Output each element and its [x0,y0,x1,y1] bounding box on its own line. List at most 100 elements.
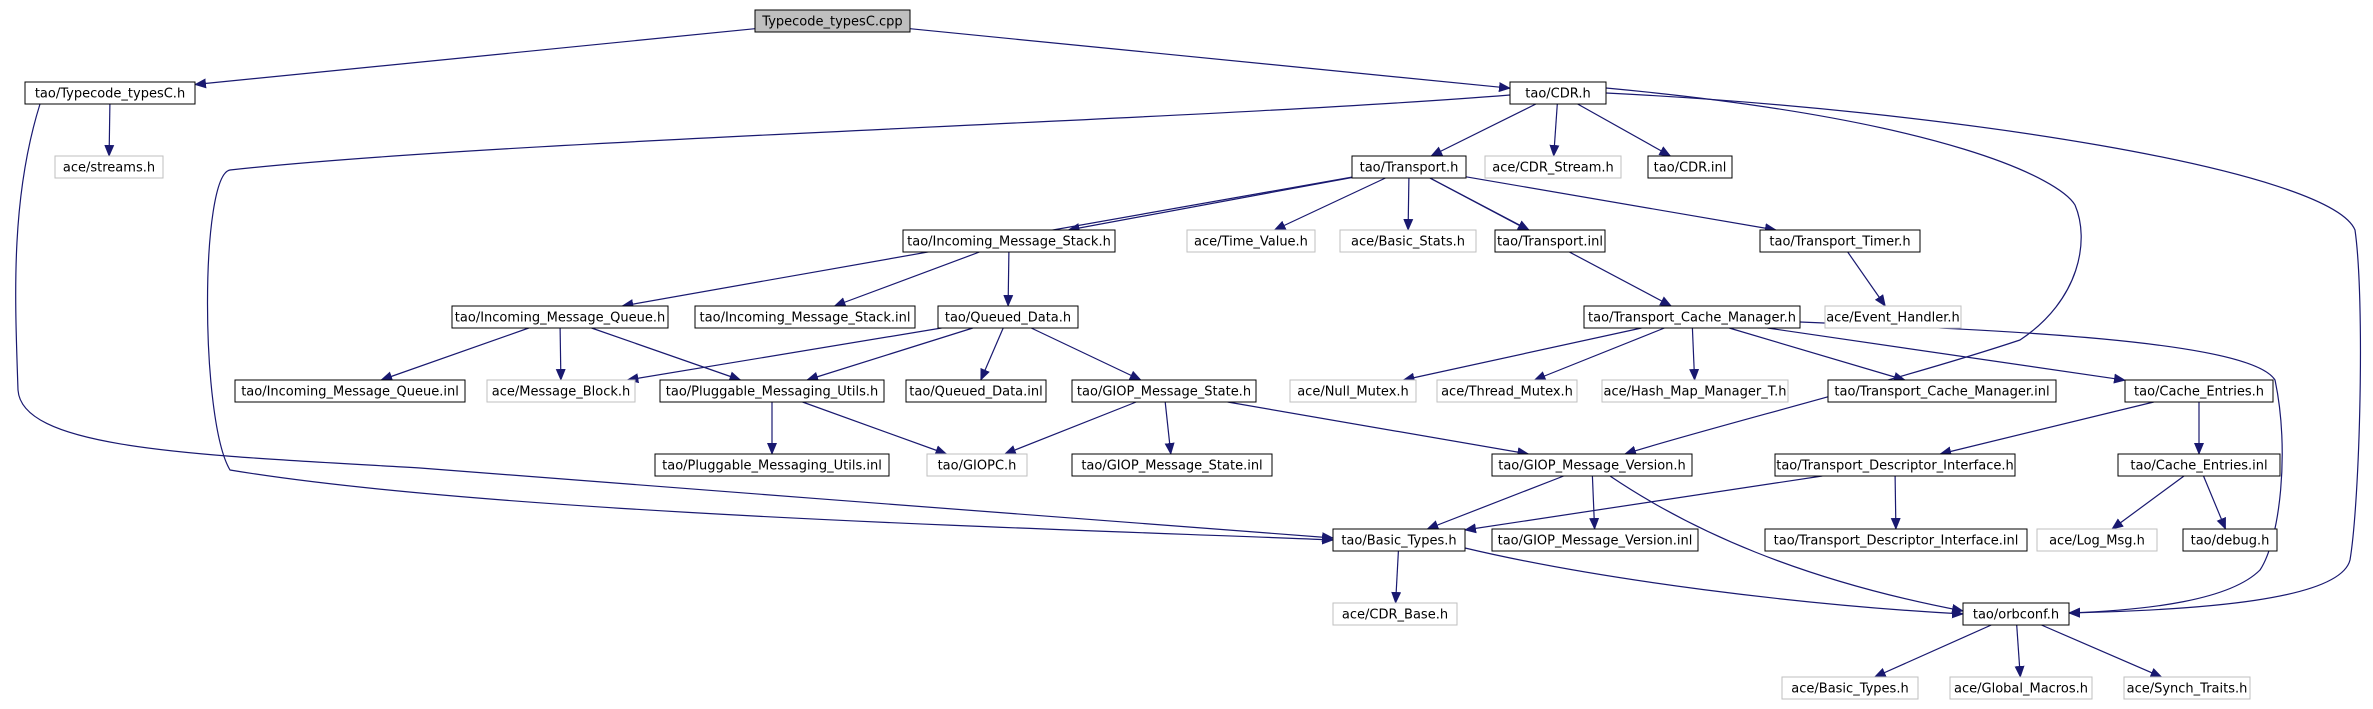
node-null-mutex: ace/Null_Mutex.h [1289,379,1417,403]
node-label: tao/Basic_Types.h [1341,534,1456,549]
node-box [1071,379,1257,403]
node-label: ace/CDR_Base.h [1342,608,1448,623]
node-label: tao/Queued_Data.inl [909,385,1043,400]
node-transport-timer[interactable]: tao/Transport_Timer.h [1759,229,1921,253]
node-transport-h[interactable]: tao/Transport.h [1351,155,1467,179]
node-tcm-inl[interactable]: tao/Transport_Cache_Manager.inl [1827,379,2057,403]
node-box [1186,229,1316,253]
node-box [1339,229,1477,253]
node-cache-entries-h[interactable]: tao/Cache_Entries.h [2124,379,2274,403]
node-transport-inl[interactable]: tao/Transport.inl [1494,229,1606,253]
node-root[interactable]: Typecode_typesC.cpp [754,9,911,33]
edge-layer [15,28,2362,678]
edge-tcm_h-to-thread_mutex [1533,327,1665,381]
node-basic-types-tao[interactable]: tao/Basic_Types.h [1332,528,1466,552]
edge-orbconf-to-global_macros [2014,624,2025,678]
node-layer: Typecode_typesC.cpp tao/Typecode_typesC.h… [24,9,2281,700]
node-cdr-inl[interactable]: tao/CDR.inl [1647,155,1733,179]
node-label: ace/Thread_Mutex.h [1441,385,1573,400]
node-label: tao/debug.h [2191,534,2270,549]
edge-transport_h-to-time_value [1273,177,1386,231]
node-hash-map: ace/Hash_Map_Manager_T.h [1601,379,1789,403]
edge-tc_h-to-streams [104,103,115,157]
node-pmu-inl[interactable]: tao/Pluggable_Messaging_Utils.inl [654,453,890,477]
node-box [1774,453,2016,477]
node-label: tao/Cache_Entries.h [2134,385,2264,400]
node-box [694,305,916,329]
node-thread-mutex: ace/Thread_Mutex.h [1436,379,1578,403]
edge-cache_entries_inl-to-log_msg [2111,475,2185,530]
node-box [1583,305,1801,329]
node-tdi-inl[interactable]: tao/Transport_Descriptor_Interface.inl [1764,528,2028,552]
node-box [1332,602,1458,626]
node-label: tao/GIOP_Message_Version.h [1498,459,1686,474]
node-box [486,379,636,403]
edge-tcm_h-to-tcm_inl [1729,327,1906,382]
node-orbconf[interactable]: tao/orbconf.h [1962,602,2070,626]
edge-imq_h-to-imq_inl [380,327,529,382]
node-cdr-stream: ace/CDR_Stream.h [1484,155,1622,179]
node-debug-h[interactable]: tao/debug.h [2182,528,2278,552]
node-box [1764,528,2028,552]
node-gmv-h[interactable]: tao/GIOP_Message_Version.h [1491,453,1693,477]
edge-imq_h-to-pmu_h [591,327,742,382]
node-label: ace/streams.h [63,161,155,176]
node-label: ace/Synch_Traits.h [2127,682,2248,697]
node-tdi-h[interactable]: tao/Transport_Descriptor_Interface.h [1774,453,2016,477]
edge-cdr_h-to-cdr_inl [1577,103,1672,157]
node-label: tao/CDR.h [1525,87,1590,102]
node-label: Typecode_typesC.cpp [761,15,902,30]
edge-transport_h-to-ims_h [1067,176,1353,233]
node-label: tao/Incoming_Message_Stack.h [907,235,1111,250]
node-log-msg: ace/Log_Msg.h [2036,528,2158,552]
node-label: tao/Incoming_Message_Queue.inl [241,385,459,400]
node-box [1071,453,1273,477]
node-box [2036,528,2158,552]
node-box [2124,379,2274,403]
edge-tcm_h-to-orbconf [1799,321,2283,618]
node-box [659,379,885,403]
node-box [2117,453,2281,477]
node-imq-h[interactable]: tao/Incoming_Message_Queue.h [451,305,669,329]
node-tcm-h[interactable]: tao/Transport_Cache_Manager.h [1583,305,1801,329]
node-ims-inl[interactable]: tao/Incoming_Message_Stack.inl [694,305,916,329]
node-cache-entries-inl[interactable]: tao/Cache_Entries.inl [2117,453,2281,477]
node-synch-traits: ace/Synch_Traits.h [2123,676,2251,700]
node-queued-inl[interactable]: tao/Queued_Data.inl [905,379,1047,403]
node-label: tao/GIOPC.h [938,459,1017,474]
node-gms-inl[interactable]: tao/GIOP_Message_State.inl [1071,453,1273,477]
node-imq-inl[interactable]: tao/Incoming_Message_Queue.inl [234,379,466,403]
node-label: ace/Message_Block.h [492,385,631,400]
node-box [1436,379,1578,403]
node-tc-h[interactable]: tao/Typecode_typesC.h [24,81,196,105]
edge-cache_entries_h-to-tdi_h [1939,401,2154,457]
node-label: ace/CDR_Stream.h [1492,161,1614,176]
edge-basic_types_tao-to-cdr_base [1391,550,1402,604]
node-event-handler: ace/Event_Handler.h [1824,305,1962,329]
node-label: tao/Incoming_Message_Stack.inl [700,311,911,326]
node-box [1289,379,1417,403]
node-pmu-h[interactable]: tao/Pluggable_Messaging_Utils.h [659,379,885,403]
node-queued-h[interactable]: tao/Queued_Data.h [937,305,1079,329]
node-label: tao/Queued_Data.h [945,311,1071,326]
node-cdr-base: ace/CDR_Base.h [1332,602,1458,626]
node-ims-h[interactable]: tao/Incoming_Message_Stack.h [902,229,1116,253]
node-label: tao/Transport_Timer.h [1769,235,1910,250]
node-box [1491,528,1699,552]
node-gmv-inl[interactable]: tao/GIOP_Message_Version.inl [1491,528,1699,552]
node-box [1601,379,1789,403]
node-giopc: tao/GIOPC.h [926,453,1028,477]
node-box [1824,305,1962,329]
node-label: ace/Log_Msg.h [2049,534,2145,549]
node-cdr-h[interactable]: tao/CDR.h [1509,81,1607,105]
edge-pmu_h-to-giopc [802,401,948,455]
node-gms-h[interactable]: tao/GIOP_Message_State.h [1071,379,1257,403]
edge-transport_h-to-basic_stats [1403,177,1414,231]
node-label: tao/Transport_Cache_Manager.inl [1834,385,2049,400]
edge-cdr_h-to-orbconf [1605,92,2362,618]
edge-ims_h-to-queued_h [1003,251,1014,307]
edge-cdr_h-to-cdr_stream [1549,103,1560,157]
edge-orbconf-to-basic_types_ace [1873,624,1992,678]
edge-transport_timer-to-event_handler [1847,251,1886,307]
